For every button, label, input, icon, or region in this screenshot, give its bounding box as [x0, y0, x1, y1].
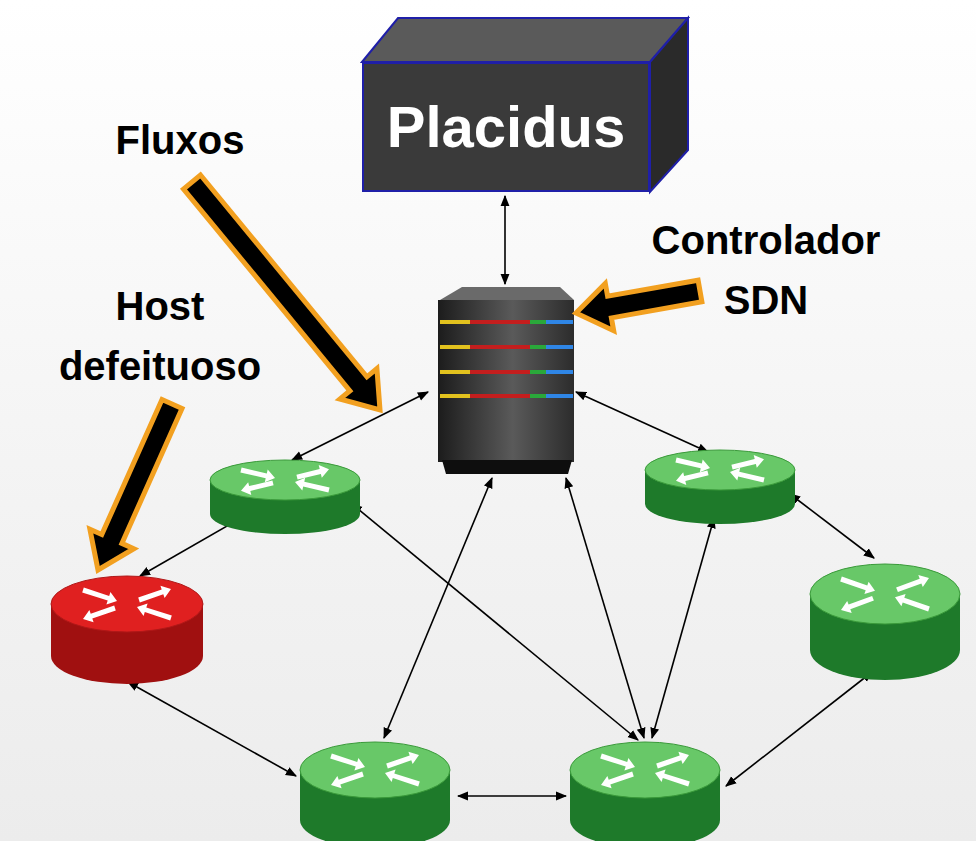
router-arrow [841, 596, 874, 613]
router-arrow [676, 470, 709, 485]
link-line [384, 478, 492, 738]
router-arrow [731, 455, 764, 470]
callout-label: Host defeituoso [40, 276, 280, 396]
server-light [530, 370, 546, 374]
router-arrow [896, 575, 929, 592]
link-line [504, 196, 506, 284]
router-top [51, 576, 203, 632]
router-arrow [138, 586, 171, 603]
server-light [530, 345, 546, 349]
router-arrow [895, 594, 930, 611]
box-side-face [650, 18, 688, 192]
router-arrow [656, 752, 689, 769]
server-light [546, 345, 573, 349]
sdn-server-icon [438, 287, 574, 474]
server-light [470, 320, 530, 324]
faulty-router-icon [51, 576, 203, 684]
router-arrow [601, 772, 634, 789]
server-light [530, 394, 546, 398]
placidus-box-faces [362, 18, 688, 192]
router-arrow [241, 480, 274, 495]
router-top [570, 742, 720, 798]
server-top [440, 287, 574, 300]
router-arrow [240, 468, 275, 483]
router-arrow [600, 754, 635, 771]
box-top-face [362, 18, 688, 62]
server-light [546, 394, 573, 398]
link-line [352, 504, 638, 740]
server-light [440, 370, 470, 374]
router-arrow [83, 606, 116, 623]
server-light [546, 320, 573, 324]
router-icon [570, 742, 720, 841]
router-arrow [655, 770, 690, 787]
router-arrow [386, 752, 419, 769]
router-arrow [330, 754, 365, 771]
link-line [726, 672, 872, 786]
server-light [470, 345, 530, 349]
node-title: Placidus [387, 95, 626, 159]
router-arrow [296, 465, 329, 480]
server-light [546, 370, 573, 374]
server-light [440, 320, 470, 324]
router-arrow [137, 604, 172, 621]
callout-label: Controlador SDN [630, 210, 902, 330]
router-top [810, 564, 960, 624]
router-arrow [675, 458, 710, 473]
server-light [440, 345, 470, 349]
router-top [645, 450, 795, 490]
link-line [576, 392, 708, 452]
callout-arrow [90, 400, 182, 571]
link-line [652, 518, 714, 738]
server-light [470, 394, 530, 398]
callout-arrow [576, 280, 702, 331]
placidus-box: Placidus [362, 62, 650, 192]
router-top [210, 460, 360, 500]
link-line [566, 478, 644, 738]
link-line [458, 795, 566, 797]
router-arrow [730, 468, 765, 483]
server-base [442, 460, 572, 474]
router-icon [645, 450, 795, 524]
router-arrow [82, 588, 117, 605]
server-light [530, 320, 546, 324]
router-arrow [331, 772, 364, 789]
link-line [790, 494, 874, 558]
link-line [128, 682, 296, 776]
router-arrow [840, 577, 875, 594]
server-body [438, 300, 574, 462]
server-light [470, 370, 530, 374]
router-top [300, 742, 450, 798]
router-arrow [385, 770, 420, 787]
callout-label: Fluxos [80, 110, 280, 170]
server-light [440, 394, 470, 398]
router-icon [300, 742, 450, 841]
router-icon [210, 460, 360, 534]
router-arrow [295, 478, 330, 493]
router-icon [810, 564, 960, 680]
